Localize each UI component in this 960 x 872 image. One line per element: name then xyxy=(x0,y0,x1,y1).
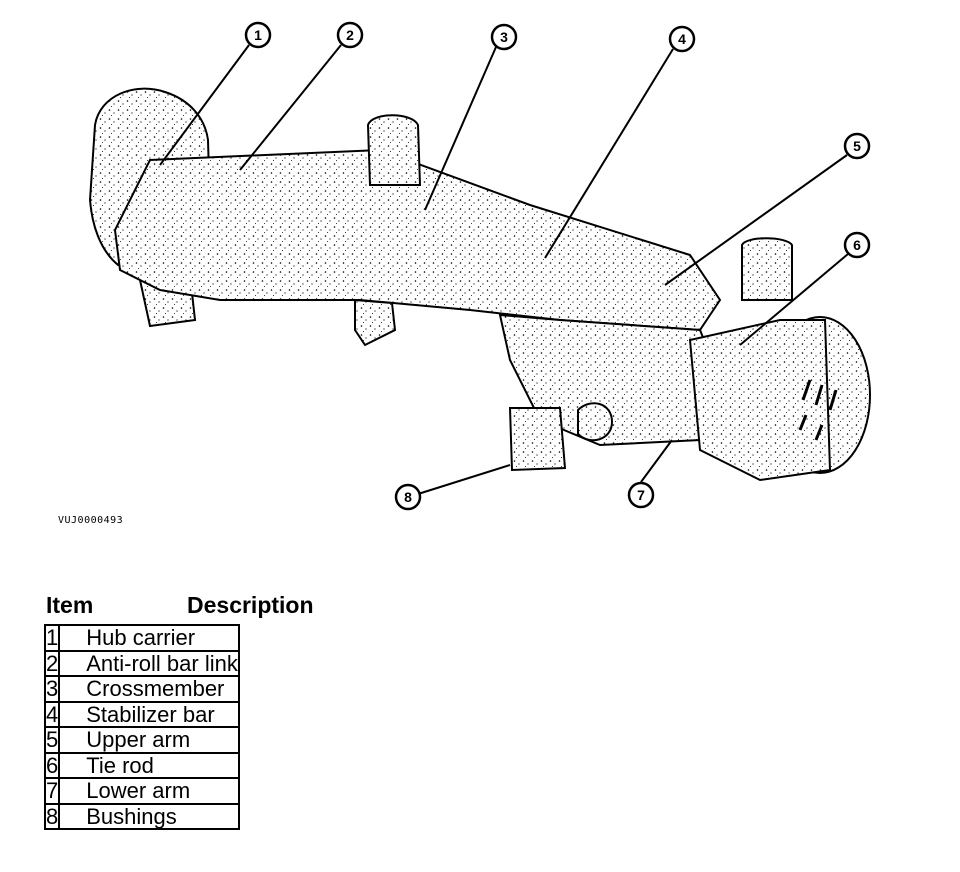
item-description: Lower arm xyxy=(58,777,240,805)
item-number: 7 xyxy=(43,777,61,805)
item-number: 5 xyxy=(43,726,61,754)
callout-6: 6 xyxy=(843,231,871,259)
item-description: Tie rod xyxy=(58,751,240,779)
callout-7-label: 7 xyxy=(637,487,645,503)
table-row: 2 Anti-roll bar link xyxy=(43,649,240,677)
callout-5: 5 xyxy=(843,132,871,160)
callout-6-label: 6 xyxy=(853,237,861,253)
callout-2-label: 2 xyxy=(346,27,354,43)
item-number: 3 xyxy=(43,675,61,703)
callout-4: 4 xyxy=(668,25,696,53)
table-row: 5 Upper arm xyxy=(43,726,240,754)
drum-detail xyxy=(798,379,838,441)
callout-5-label: 5 xyxy=(853,138,861,154)
item-description: Anti-roll bar link xyxy=(58,649,240,677)
item-description: Crossmember xyxy=(58,675,240,703)
callout-2: 2 xyxy=(336,21,364,49)
table-row: 8 Bushings xyxy=(43,802,240,830)
callout-8: 8 xyxy=(394,483,422,511)
parts-table: 1 Hub carrier 2 Anti-roll bar link 3 Cro… xyxy=(43,624,240,830)
item-description: Stabilizer bar xyxy=(58,700,240,728)
item-number: 8 xyxy=(43,802,61,830)
callout-3: 3 xyxy=(490,23,518,51)
callout-1-label: 1 xyxy=(254,27,262,43)
table-row: 3 Crossmember xyxy=(43,675,240,703)
suspension-assembly-diagram: 1 2 3 4 5 6 7 8 xyxy=(88,21,871,511)
callout-8-label: 8 xyxy=(404,489,412,505)
column-header-item: Item xyxy=(46,592,94,618)
callout-7: 7 xyxy=(627,481,655,509)
assembly-drawing xyxy=(88,87,871,482)
table-row: 1 Hub carrier xyxy=(43,624,240,652)
table-row: 4 Stabilizer bar xyxy=(43,700,240,728)
table-row: 6 Tie rod xyxy=(43,751,240,779)
callout-3-label: 3 xyxy=(500,29,508,45)
item-number: 6 xyxy=(43,751,61,779)
item-description: Bushings xyxy=(58,802,240,830)
table-row: 7 Lower arm xyxy=(43,777,240,805)
figure-code: VUJ0000493 xyxy=(58,515,124,526)
callout-1: 1 xyxy=(244,21,272,49)
item-number: 4 xyxy=(43,700,61,728)
leader-lines xyxy=(159,44,849,495)
column-header-description: Description xyxy=(187,592,314,618)
item-number: 2 xyxy=(43,649,61,677)
item-description: Upper arm xyxy=(58,726,240,754)
callout-4-label: 4 xyxy=(678,31,686,47)
item-description: Hub carrier xyxy=(58,624,240,652)
item-number: 1 xyxy=(43,624,61,652)
